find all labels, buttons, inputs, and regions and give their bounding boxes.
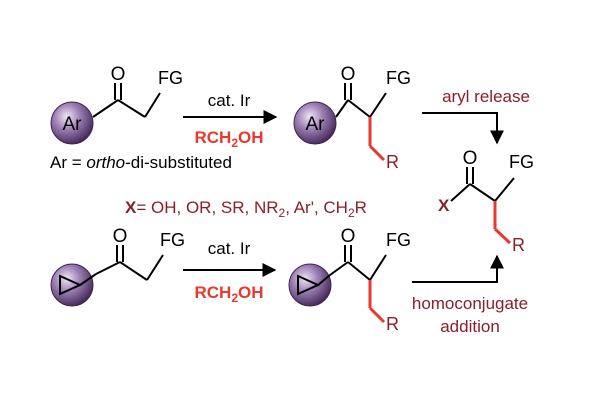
cat-ir-top: cat. Ir	[208, 91, 251, 110]
ar-label: Ar	[63, 114, 83, 135]
alkylated-cyclopropyl-ketone: O FG R	[288, 226, 411, 334]
aryl-ketone-starting-material: Ar O FG	[50, 64, 183, 145]
bond	[144, 92, 161, 118]
oxygen-label: O	[341, 226, 356, 247]
cyclopropyl-ketone-starting-material: O FG	[50, 226, 185, 307]
homoconjugate-arrow	[412, 254, 504, 283]
reagent-top: RCH2OH	[194, 128, 263, 150]
oxygen-label: O	[111, 64, 126, 85]
x-atom-label: X	[438, 196, 450, 215]
bond	[369, 92, 387, 118]
oxygen-label: O	[341, 64, 356, 85]
fg-label: FG	[509, 152, 534, 172]
alkylated-aryl-ketone: Ar O FG R	[293, 64, 411, 172]
cyclopropane-ring	[59, 274, 83, 296]
fg-label: FG	[158, 68, 183, 88]
aryl-release-arrow	[422, 112, 504, 145]
bond	[450, 183, 471, 202]
bond	[95, 261, 121, 275]
aryl-release-label: aryl release	[442, 87, 530, 106]
bond	[347, 261, 371, 281]
cyclopropyl-sphere	[50, 263, 94, 307]
bond	[92, 99, 119, 118]
bond	[494, 177, 515, 202]
aryl-sphere	[50, 101, 94, 145]
homoconjugate-label-line1: homoconjugate	[412, 294, 528, 313]
reagent-bottom: RCH2OH	[194, 283, 263, 305]
fg-label: FG	[386, 230, 411, 250]
x-definition: X= OH, OR, SR, NR2, Ar', CH2R	[125, 198, 367, 220]
aryl-sphere	[293, 101, 337, 145]
new-bond	[368, 144, 386, 162]
fg-label: FG	[160, 230, 185, 250]
r-label: R	[386, 314, 399, 334]
oxygen-label: O	[113, 226, 128, 247]
oxygen-label: O	[463, 148, 478, 169]
new-bond	[368, 306, 386, 324]
bond	[469, 183, 496, 202]
bond	[329, 261, 349, 276]
homoconjugate-label-line2: addition	[440, 317, 500, 336]
ar-definition: Ar = ortho-di-substituted	[50, 153, 232, 172]
cyclopropyl-sphere	[288, 263, 332, 307]
bond	[335, 99, 349, 118]
cat-ir-bottom: cat. Ir	[208, 239, 251, 258]
bond	[317, 274, 331, 286]
product-structure: X O FG R	[438, 148, 534, 255]
r-label: R	[512, 235, 525, 255]
bond	[117, 99, 146, 118]
fg-label: FG	[386, 68, 411, 88]
bond	[119, 261, 148, 281]
bond	[146, 254, 164, 281]
bond	[347, 99, 371, 118]
new-bond	[493, 227, 512, 245]
bond	[79, 273, 97, 286]
r-label: R	[386, 152, 399, 172]
bond	[369, 254, 387, 281]
cyclopropane-ring	[297, 274, 321, 296]
ar-label: Ar	[306, 114, 326, 135]
